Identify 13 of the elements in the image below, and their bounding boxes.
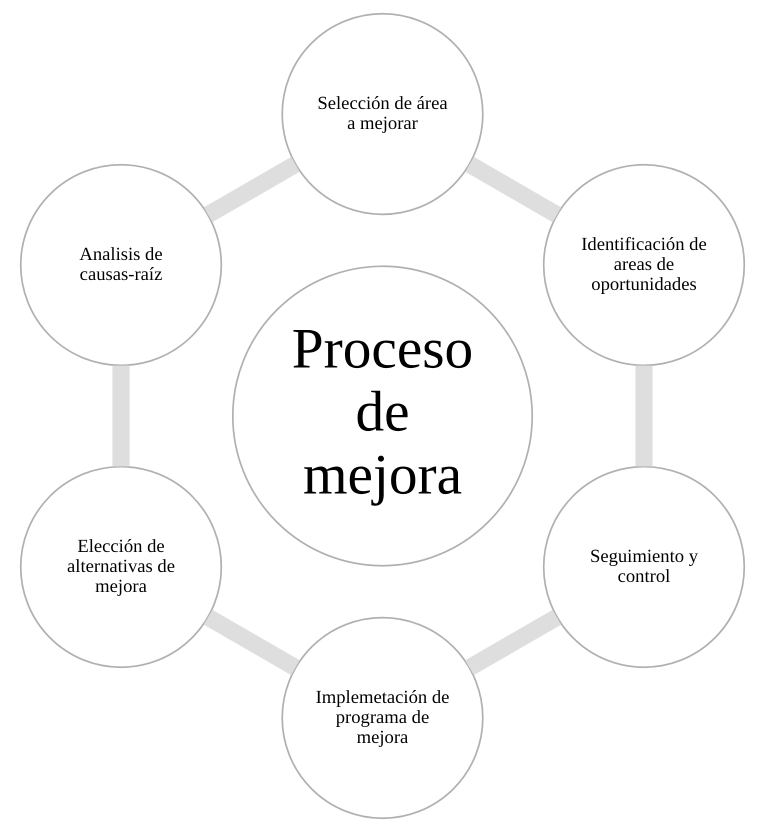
node-circle: Identificación de areas de oportunidades [542, 164, 745, 366]
node-circle: Implemetación de programa de mejora [280, 616, 484, 820]
connector [464, 156, 561, 222]
node-circle: Proceso de mejora [231, 265, 533, 567]
node-circle: Analisis de causas-raíz [19, 164, 222, 366]
node-circle: Seguimiento y control [542, 466, 745, 668]
node-circle: Selección de área a mejorar [280, 12, 484, 216]
connector [112, 366, 130, 466]
connector [634, 366, 652, 466]
connector [203, 610, 300, 676]
node-circle: Elección de alternativas de mejora [19, 466, 222, 668]
connector [464, 610, 561, 676]
connector [203, 156, 300, 222]
